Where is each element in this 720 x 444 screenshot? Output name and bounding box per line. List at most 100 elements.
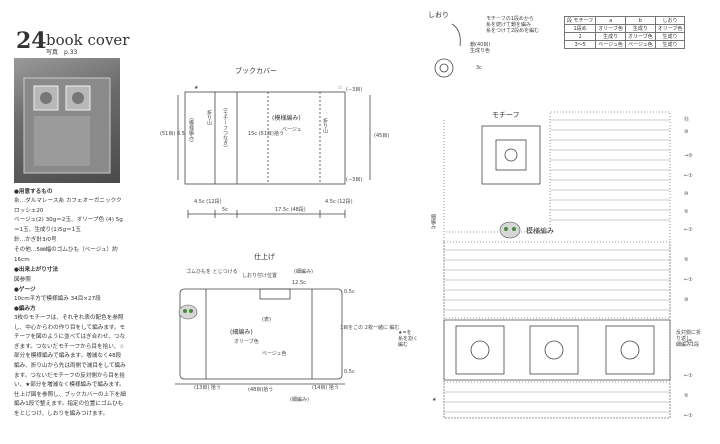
finishing-color-olive: オリーブ色 [234,339,259,345]
color-table-header: 段 モチーフ a b しおり [563,16,686,25]
bookcover-color-main: ベージュ [282,127,302,133]
table-cell: 生成り [654,32,686,41]
size-value: 図参照 [14,277,31,283]
row-number: ←① [684,373,693,379]
finishing-bottom-left: (13目) 拾う [194,385,221,391]
motif-diagram [481,125,541,185]
bookcover-dim-4: 4.5c (12段) [325,199,353,205]
row-number: ←① [684,227,693,233]
bookmark-note: モチーフの1段めから 糸を続けて鎖を編み 糸をつけて2段めを編む [486,16,540,34]
table-cell: 生成り [595,32,626,41]
chart-pick-note: 反対側に折 り返し 細編み1段 [676,330,702,348]
chart-sc-label: 細編み [430,214,436,229]
finishing-h05a: 0.5c [344,289,355,295]
row-number: ←① [684,413,693,419]
materials-line: その他…5㎜幅のゴムひも（ベージュ）約16cm [14,247,118,263]
finishing-outline [179,288,343,380]
row-number: ⑩ [684,297,689,303]
row-number: ⑤ [684,393,689,399]
bookcover-fold-1: 折り山 [206,110,212,125]
method-heading: ●編み方 [14,306,36,312]
bookcover-mid-label: 15c (51目)拾う [248,131,284,137]
bookcover-dim-1: 4.5c (12段) [194,199,222,205]
table-cell: しおり [654,16,686,25]
finishing-elastic-note: 1目をこの 2枚一緒に 編む [340,325,400,331]
row-number: ⑤ [684,257,689,263]
bookcover-motif-joint: (モチーフつなぎ) [222,108,228,147]
cat-illustration [178,221,521,320]
row-number: ⑩ [684,191,689,197]
table-cell: ベージュ色 [625,40,656,49]
bookcover-dim-2: 5c [222,207,228,213]
finishing-h05b: 0.5c [344,369,355,375]
finishing-sc-bottom: (細編み) [290,397,309,403]
bookmark-chain-note: 鎖(40目) 生成り色 [470,42,491,54]
materials-heading: ●用意するもの [14,189,53,195]
pattern-title: book cover [46,31,130,49]
row-number: ←① [684,173,693,179]
bookcover-star-open: ☆ [338,85,343,91]
method-text: 3枚のモチーフは、それぞれ表の配色を参照し、中心からわの作り目をして編みます。モ… [14,315,126,417]
bookcover-star-filled: ★ [194,85,199,91]
row-number: ←① [684,277,693,283]
table-cell: 生成り [625,24,656,33]
gauge-heading: ●ゲージ [14,287,36,293]
bookcover-pattern-left: (模様編み) [188,118,194,142]
bookcover-fold-2: 折り山 [322,118,328,133]
motif-label: モチーフ [492,111,520,119]
materials-line: ベージュ(2) 30g＝2玉、オリーブ色 (4) 5g＝1玉、生成り(1)5g＝… [14,217,123,233]
table-row: 3〜5 ベージュ色 ベージュ色 生成り [563,40,686,49]
gauge-value: 10cm平方で模様編み 34目×27段 [14,296,101,302]
size-heading: ●出来上がり寸法 [14,267,59,273]
table-cell: オリーブ色 [654,24,686,33]
finishing-side: (表) [262,317,271,323]
bookcover-minus-bottom: (−3目) [346,177,363,183]
row-number: ⑮ [684,117,690,123]
table-cell: 2 [563,32,597,41]
materials-line: 糸…ダルマレース糸 カフェオーガニッククロッシェ20 [14,198,122,214]
bookcover-pattern-main: (模様編み) [272,115,301,122]
finishing-sc-top: (細編み) [294,269,313,275]
bookmark-label: しおり [428,11,449,19]
chart-star: ★ [432,397,437,403]
finishing-top-width: 12.5c [292,280,306,286]
bookcover-outline [184,91,346,185]
table-cell: ベージュ色 [595,40,626,49]
finishing-bottom-mid: (48目)拾う [248,387,274,393]
photo-illustration [23,77,111,174]
finishing-elastic: ゴムひもを とじつける [186,269,238,275]
table-cell: b [625,16,656,25]
bookmark-length: 3c [476,65,482,71]
color-table: 段 モチーフ a b しおり 1段め オリーブ色 生成り オリーブ色 2 生成り… [563,16,686,49]
bookcover-minus-top: (−3目) [346,87,363,93]
bookcover-left-height: (51目) 8.5 [160,131,185,137]
photo-reference: 写真 p.33 [46,49,78,56]
chart-pattern-label: 模様編み [526,227,554,235]
table-cell: a [595,16,626,25]
finishing-sc-left: (細編み) [230,329,253,336]
finishing-color-main: ベージュ色 [262,351,287,357]
table-row: 2 生成り オリーブ色 生成り [563,32,686,41]
materials-line: 針…かぎ針3/0号 [14,237,57,243]
row-number: ⑩ [684,129,689,135]
row-number: ⑤ [684,209,689,215]
row-number: →⑤ [684,339,693,345]
finishing-bottom-right: (14目) 拾う [312,385,339,391]
table-cell: 段 モチーフ [563,16,597,25]
finishing-label: 仕上げ [254,253,275,261]
chart-fold-note: ★=を 糸を割く 編む [398,330,419,348]
table-cell: オリーブ色 [625,32,656,41]
row-number: →⑤ [684,153,693,159]
table-cell: 1段め [563,24,597,33]
book-cover-photo [14,58,120,183]
table-cell: 3〜5 [563,40,597,49]
table-cell: オリーブ色 [595,24,626,33]
bookcover-label: ブックカバー [235,67,277,75]
table-cell: 生成り [654,40,686,49]
finishing-bookmark-pos: しおり付け位置 [242,273,278,279]
bookcover-right-height: (45目) [374,133,390,139]
bookcover-dim-3: 17.5c (48段) [275,207,306,213]
table-row: 1段め オリーブ色 生成り オリーブ色 [563,24,686,33]
pattern-number: 24 [16,28,47,54]
